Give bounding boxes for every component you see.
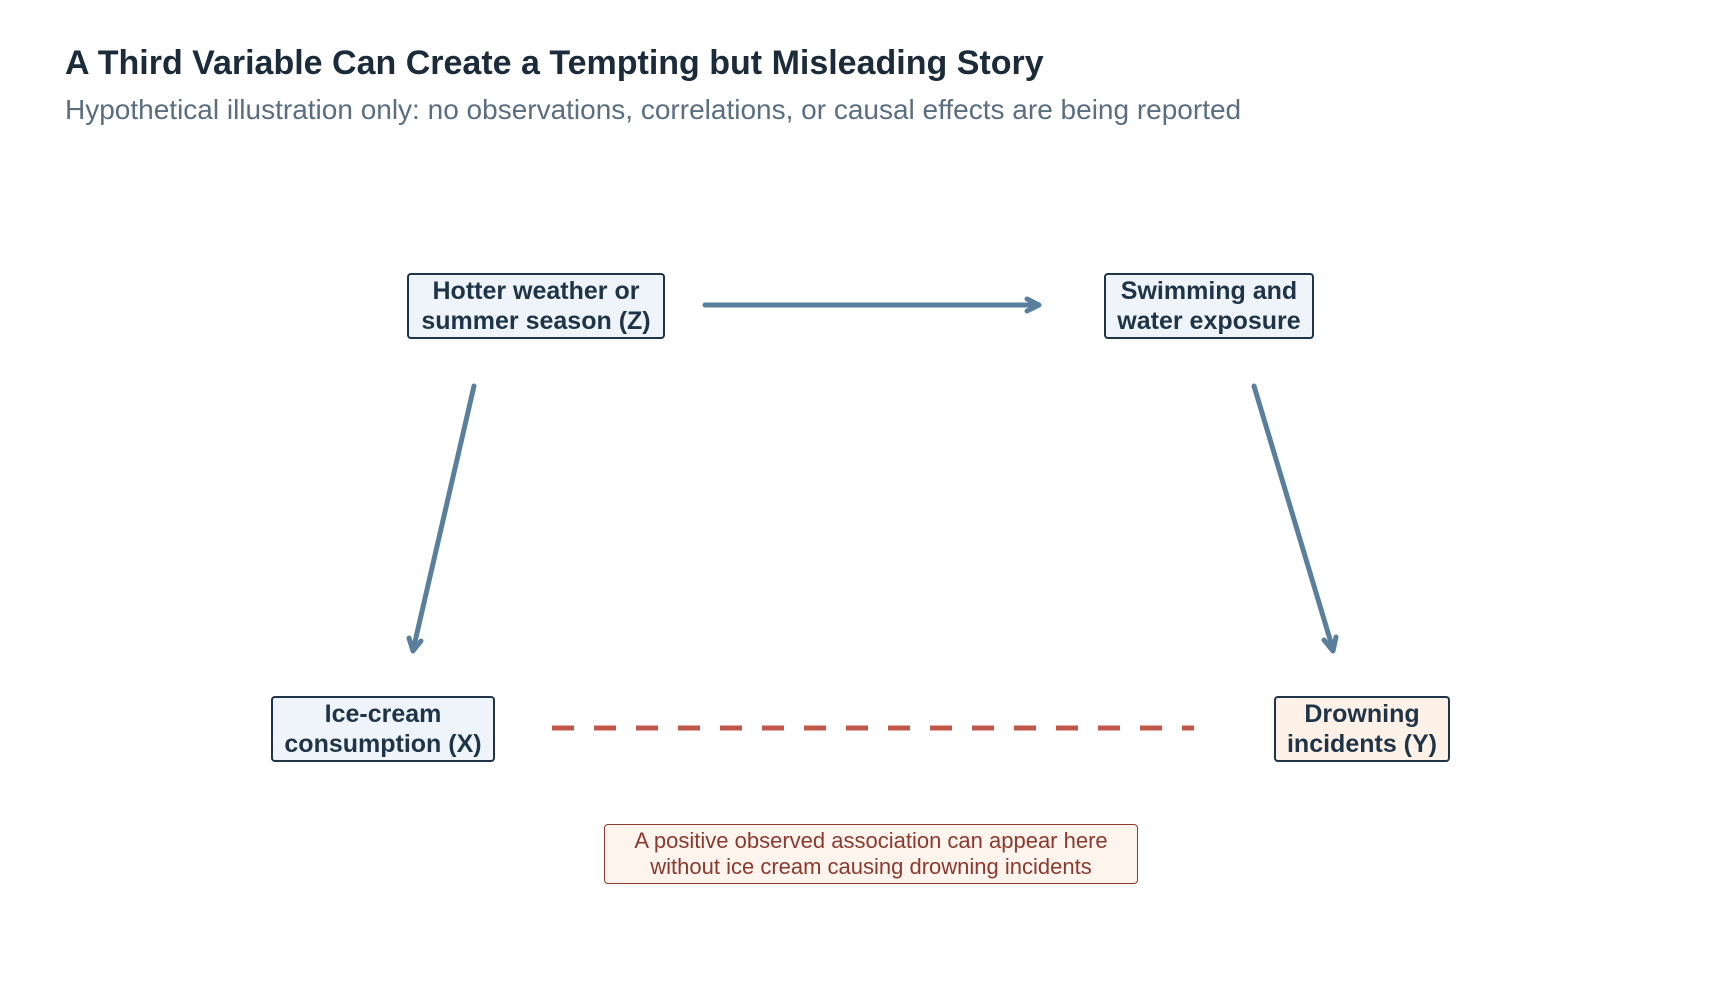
- node-confounder-line1: Hotter weather or: [432, 277, 640, 305]
- association-note-line2: without ice cream causing drowning incid…: [650, 854, 1092, 879]
- node-mediator-line2: water exposure: [1117, 307, 1301, 335]
- node-outcome-line1: Drowning: [1304, 700, 1420, 728]
- node-mediator-swimming: Swimming and water exposure: [1104, 273, 1314, 339]
- arrow-z-to-swimming: [702, 296, 1042, 314]
- node-confounder-line2: summer season (Z): [421, 307, 651, 335]
- node-exposure-line1: Ice-cream: [324, 700, 442, 728]
- association-note-line1: A positive observed association can appe…: [634, 828, 1108, 853]
- node-exposure-line2: consumption (X): [284, 730, 482, 758]
- node-mediator-line1: Swimming and: [1120, 277, 1298, 305]
- arrow-swimming-to-y: [1251, 383, 1339, 654]
- node-outcome-drowning: Drowning incidents (Y): [1274, 696, 1450, 762]
- node-confounder-weather: Hotter weather or summer season (Z): [407, 273, 665, 339]
- arrow-z-to-x: [406, 383, 477, 654]
- node-exposure-ice-cream: Ice-cream consumption (X): [271, 696, 495, 762]
- node-outcome-line2: incidents (Y): [1286, 730, 1437, 758]
- page-title: A Third Variable Can Create a Tempting b…: [65, 44, 1044, 82]
- association-note: A positive observed association can appe…: [604, 824, 1138, 884]
- page-subtitle: Hypothetical illustration only: no obser…: [65, 94, 1242, 125]
